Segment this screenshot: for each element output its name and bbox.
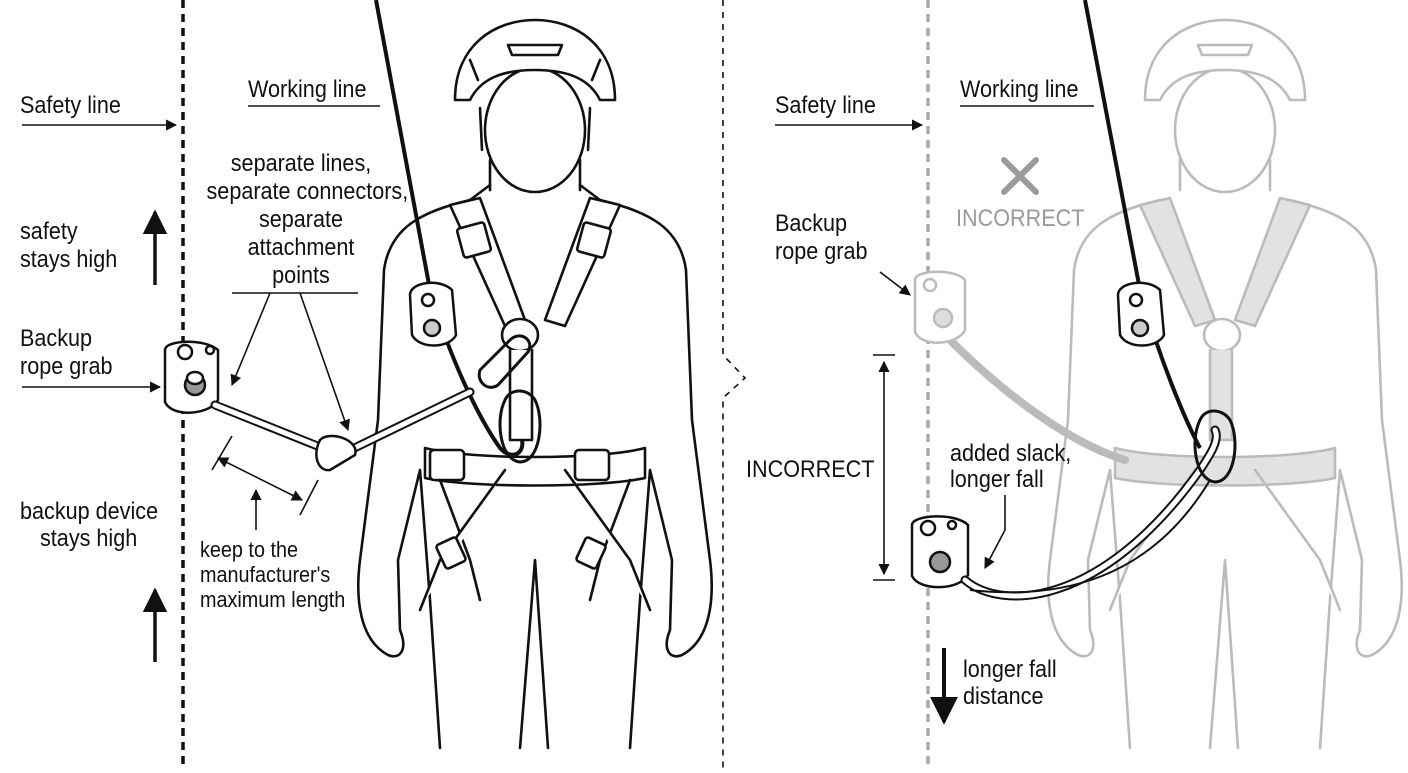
backup-stays-high-line-1: backup device: [20, 498, 159, 525]
incorrect-x-icon: [1001, 157, 1039, 195]
safety-stays-high-line-1: safety: [20, 218, 78, 245]
fall-note-line-1: longer fall: [963, 656, 1057, 683]
right-faded-rope-grab-icon: [913, 270, 967, 344]
backup-rope-grab-line-1: Backup: [20, 325, 93, 352]
right-backup-rope-grab-line-1: Backup: [775, 210, 848, 237]
safety-stays-high-line-2: stays high: [20, 246, 118, 273]
right-working-device-icon: [1116, 281, 1166, 347]
fall-note-line-2: distance: [963, 683, 1044, 710]
separate-note-line-2: separate connectors,: [206, 178, 409, 205]
length-note-line-3: maximum length: [200, 587, 346, 612]
right-backup-rope-grab-line-2: rope grab: [775, 238, 868, 265]
separate-note-line-5: points: [272, 262, 330, 289]
slack-note-line-1: added slack,: [950, 440, 1072, 467]
length-note-line-2: manufacturer's: [200, 562, 331, 587]
separate-note-line-4: attachment: [247, 234, 355, 261]
left-safety-line-label: Safety line: [20, 92, 121, 119]
right-carabiner-icon: [1193, 409, 1237, 484]
separate-note-line-3: separate: [258, 206, 344, 233]
right-climber-figure: [946, 18, 1403, 750]
right-low-rope-grab-icon: [910, 515, 970, 589]
left-chest-carabiner-icon: [477, 334, 532, 389]
right-panel: [775, 0, 1403, 768]
left-climber-figure: [357, 18, 713, 750]
left-working-line-label: Working line: [248, 76, 367, 103]
separate-note-line-1: separate lines,: [230, 150, 372, 177]
backup-stays-high-line-2: stays high: [40, 525, 138, 552]
slack-note-line-2: longer fall: [950, 466, 1044, 493]
panel-divider: [722, 0, 747, 768]
backup-rope-grab-line-2: rope grab: [20, 353, 113, 380]
incorrect-mark-label: INCORRECT: [956, 205, 1085, 232]
right-safety-line-label: Safety line: [775, 92, 876, 119]
right-working-line-label: Working line: [960, 76, 1079, 103]
left-carabiner-icon: [498, 389, 542, 464]
length-note-line-1: keep to the: [200, 537, 298, 562]
incorrect-distance-label: INCORRECT: [746, 456, 875, 483]
left-working-device-icon: [408, 281, 458, 347]
left-backup-rope-grab-icon: [163, 340, 220, 414]
left-panel: [22, 0, 713, 768]
